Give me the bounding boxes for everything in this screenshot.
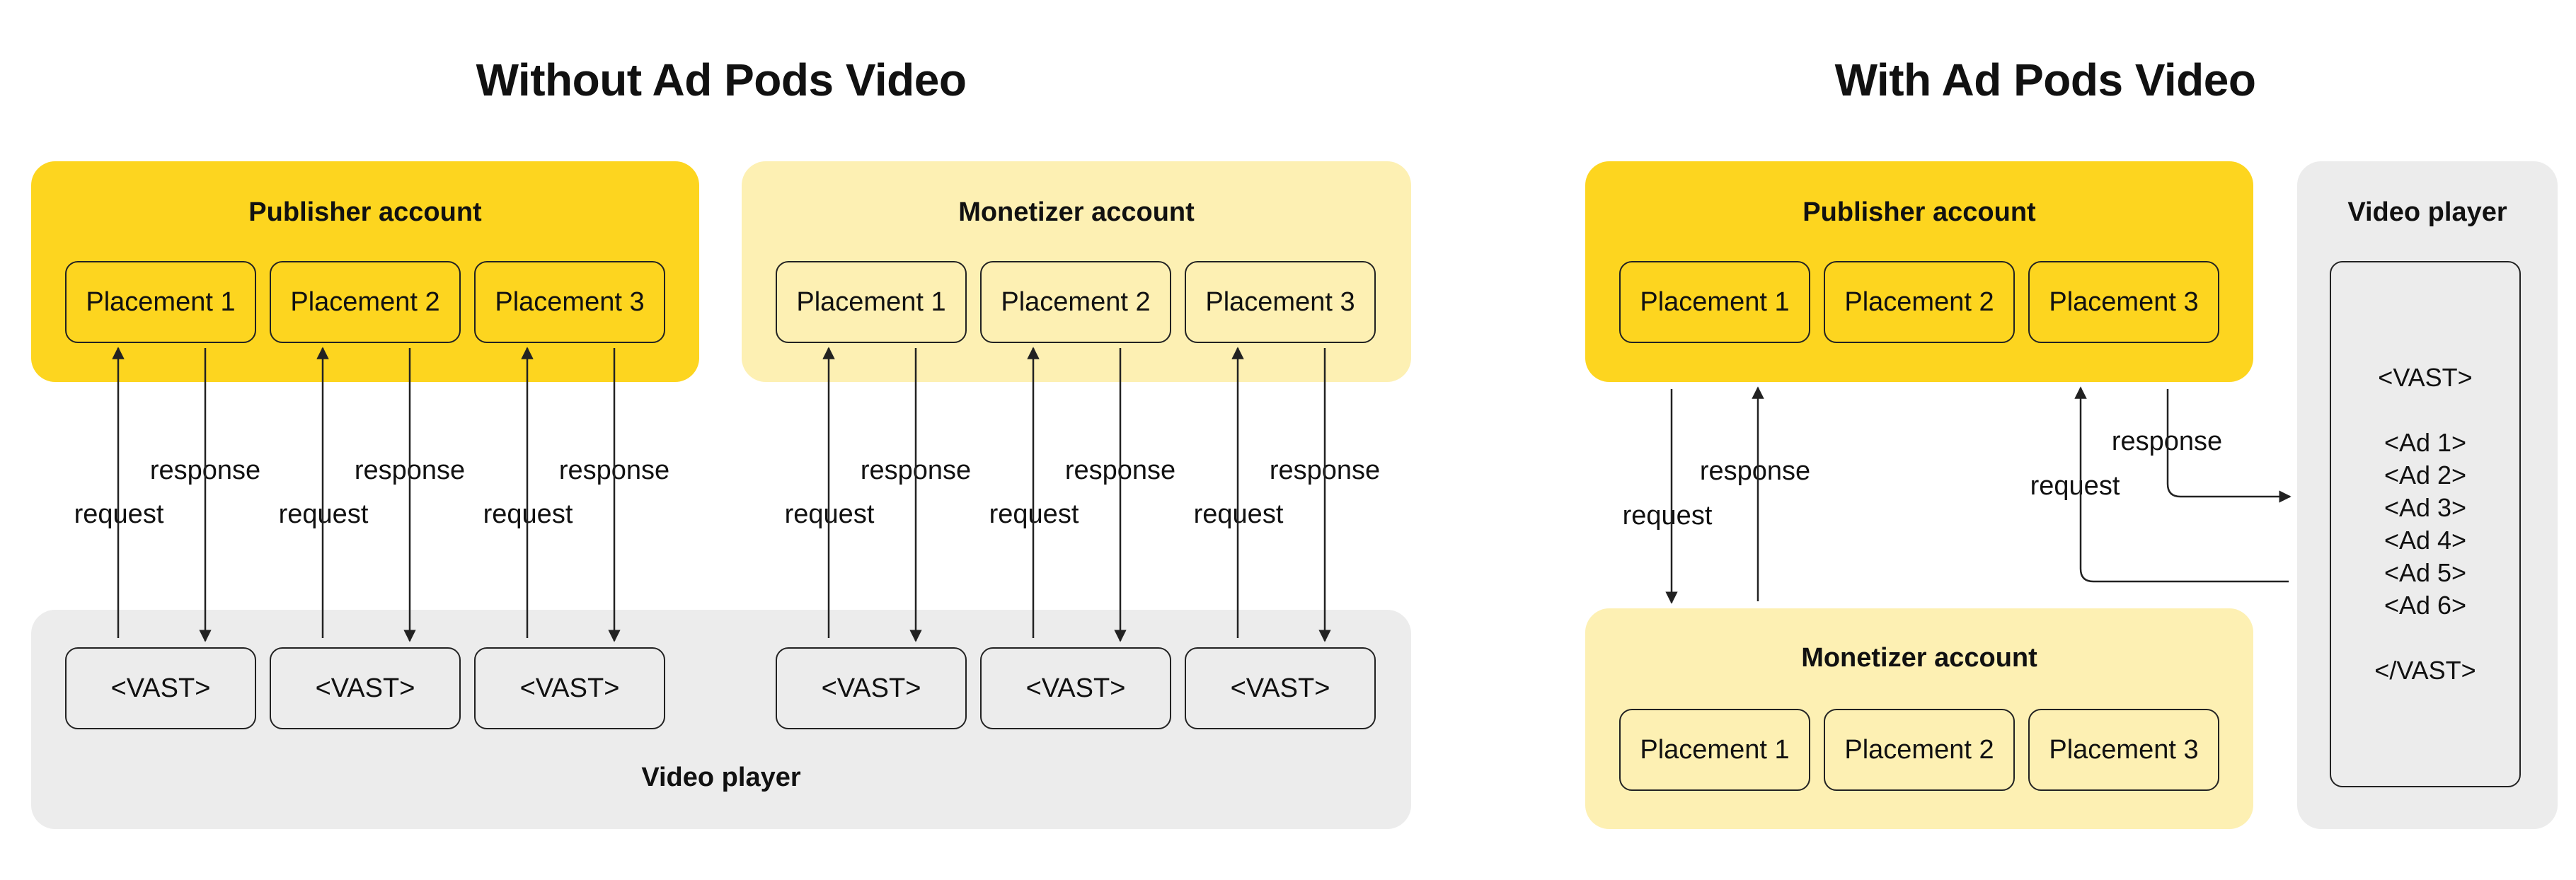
- ad-4-tag: <Ad 4>: [2384, 526, 2467, 555]
- right-monetizer-placement-1: Placement 1: [1619, 709, 1810, 791]
- left-monetizer-title: Monetizer account: [958, 197, 1195, 227]
- left-monetizer-placement-3: Placement 3: [1185, 261, 1376, 343]
- right-monetizer-placement-3: Placement 3: [2028, 709, 2219, 791]
- vast-open-tag: <VAST>: [2378, 363, 2473, 392]
- left-video-player-panel: Video player: [31, 610, 1411, 829]
- right-monetizer-panel: Monetizer account: [1585, 608, 2253, 829]
- left-publisher-placement-3: Placement 3: [474, 261, 665, 343]
- vast-close-tag: </VAST>: [2374, 656, 2476, 685]
- right-monetizer-placement-2: Placement 2: [1824, 709, 2015, 791]
- right-response-label-monetizer: response: [1699, 456, 1811, 486]
- right-request-label-player: request: [2030, 471, 2120, 501]
- left-vast-box-4: <VAST>: [776, 647, 967, 729]
- left-vast-box-5: <VAST>: [980, 647, 1171, 729]
- left-vast-box-1: <VAST>: [65, 647, 256, 729]
- right-vast-ad-pod: <VAST> <Ad 1> <Ad 2> <Ad 3> <Ad 4> <Ad 5…: [2330, 261, 2521, 787]
- right-response-arrow-player: [2166, 389, 2292, 503]
- left-monetizer-panel: Monetizer account: [742, 161, 1411, 382]
- ad-3-tag: <Ad 3>: [2384, 493, 2467, 522]
- right-diagram-title: With Ad Pods Video: [1834, 54, 2256, 105]
- right-request-label-monetizer: request: [1622, 501, 1713, 531]
- left-vast-box-3: <VAST>: [474, 647, 665, 729]
- left-publisher-title: Publisher account: [248, 197, 482, 227]
- ad-1-tag: <Ad 1>: [2384, 428, 2467, 457]
- left-vast-box-2: <VAST>: [270, 647, 461, 729]
- right-publisher-placement-3: Placement 3: [2028, 261, 2219, 343]
- right-publisher-placement-1: Placement 1: [1619, 261, 1810, 343]
- right-request-arrow-player: [2074, 386, 2289, 583]
- right-publisher-panel: Publisher account: [1585, 161, 2253, 382]
- left-monetizer-placement-1: Placement 1: [776, 261, 967, 343]
- right-publisher-title: Publisher account: [1802, 197, 2036, 227]
- right-publisher-placement-2: Placement 2: [1824, 261, 2015, 343]
- left-diagram-title: Without Ad Pods Video: [476, 54, 967, 105]
- left-publisher-placement-2: Placement 2: [270, 261, 461, 343]
- left-publisher-panel: Publisher account: [31, 161, 699, 382]
- right-monetizer-title: Monetizer account: [1801, 643, 2037, 673]
- ad-5-tag: <Ad 5>: [2384, 558, 2467, 587]
- right-video-player-title: Video player: [2347, 197, 2507, 227]
- ad-6-tag: <Ad 6>: [2384, 591, 2467, 620]
- left-video-player-title: Video player: [641, 763, 801, 792]
- left-monetizer-placement-2: Placement 2: [980, 261, 1171, 343]
- left-publisher-placement-1: Placement 1: [65, 261, 256, 343]
- ad-2-tag: <Ad 2>: [2384, 461, 2467, 490]
- left-vast-box-6: <VAST>: [1185, 647, 1376, 729]
